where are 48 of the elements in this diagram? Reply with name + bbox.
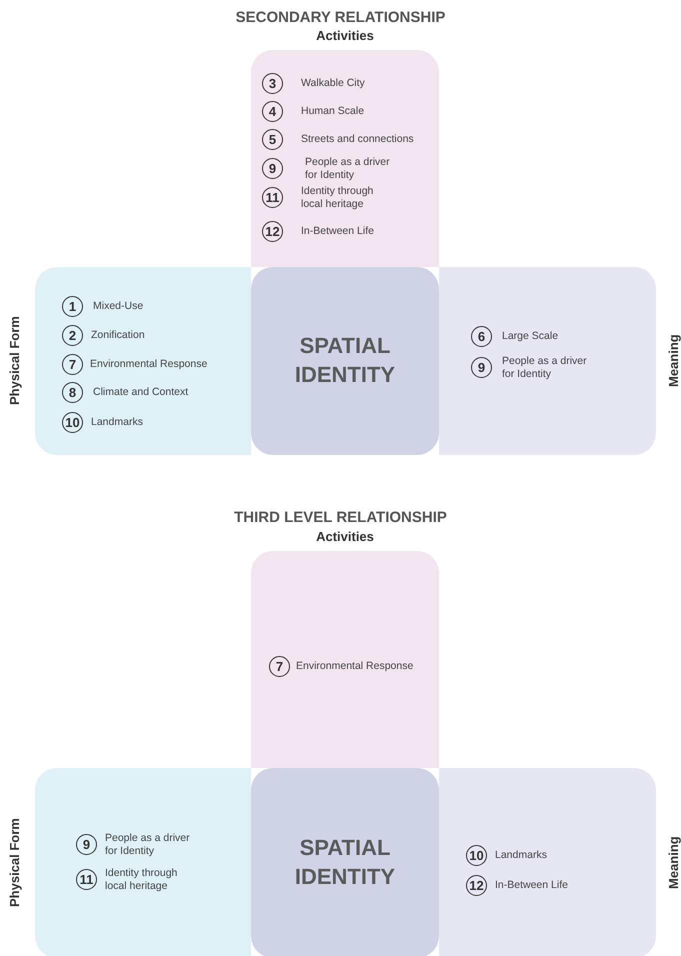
number-circle: 12	[466, 875, 487, 896]
category-heading: Activities	[315, 529, 375, 544]
section-title: SECONDARY RELATIONSHIP	[236, 9, 446, 26]
number-circle: 11	[262, 187, 283, 208]
number-circle: 6	[471, 326, 492, 347]
category-heading: Meaning	[666, 334, 681, 390]
number-circle: 7	[62, 354, 83, 375]
overlap-panel	[251, 267, 439, 455]
item-label: Zonification	[91, 329, 146, 342]
item-label: In-Between Life	[301, 225, 375, 238]
item-label: Landmarks	[91, 416, 144, 429]
category-heading: Physical Form	[7, 818, 22, 910]
number-circle: 3	[262, 73, 283, 94]
category-heading: Physical Form	[7, 316, 22, 408]
number-circle: 2	[62, 325, 83, 346]
item-label: Identity through local heritage	[301, 185, 374, 210]
item-label: In-Between Life	[495, 879, 569, 892]
item-label: Landmarks	[495, 849, 548, 862]
item-label: Walkable City	[301, 77, 366, 90]
overlap-panel	[251, 768, 439, 956]
number-circle: 1	[62, 296, 83, 317]
item-label: People as a driver for Identity	[105, 832, 191, 858]
number-circle: 4	[262, 101, 283, 122]
number-circle: 10	[466, 845, 487, 866]
section-title: THIRD LEVEL RELATIONSHIP	[234, 509, 447, 526]
item-label: Mixed-Use	[93, 300, 144, 313]
number-circle: 8	[62, 382, 83, 403]
item-label: Climate and Context	[93, 386, 190, 399]
number-circle: 7	[269, 656, 290, 677]
category-heading: Meaning	[666, 836, 681, 892]
item-label: People as a driver for Identity	[305, 156, 391, 182]
number-circle: 11	[76, 869, 97, 890]
center-label: SPATIAL IDENTITY	[294, 332, 396, 389]
item-label: Environmental Response	[90, 358, 208, 371]
number-circle: 9	[262, 158, 283, 179]
category-heading: Activities	[315, 28, 375, 43]
number-circle: 5	[262, 129, 283, 150]
item-label: People as a driver for Identity	[502, 355, 588, 380]
number-circle: 12	[262, 221, 283, 242]
number-circle: 9	[76, 834, 97, 855]
item-label: Environmental Response	[296, 660, 414, 673]
item-label: Identity through local heritage	[105, 867, 178, 892]
item-label: Large Scale	[502, 330, 560, 343]
number-circle: 10	[62, 412, 83, 433]
number-circle: 9	[471, 357, 492, 378]
item-label: Human Scale	[301, 105, 366, 118]
item-label: Streets and connections	[301, 133, 415, 146]
center-label: SPATIAL IDENTITY	[294, 834, 396, 891]
